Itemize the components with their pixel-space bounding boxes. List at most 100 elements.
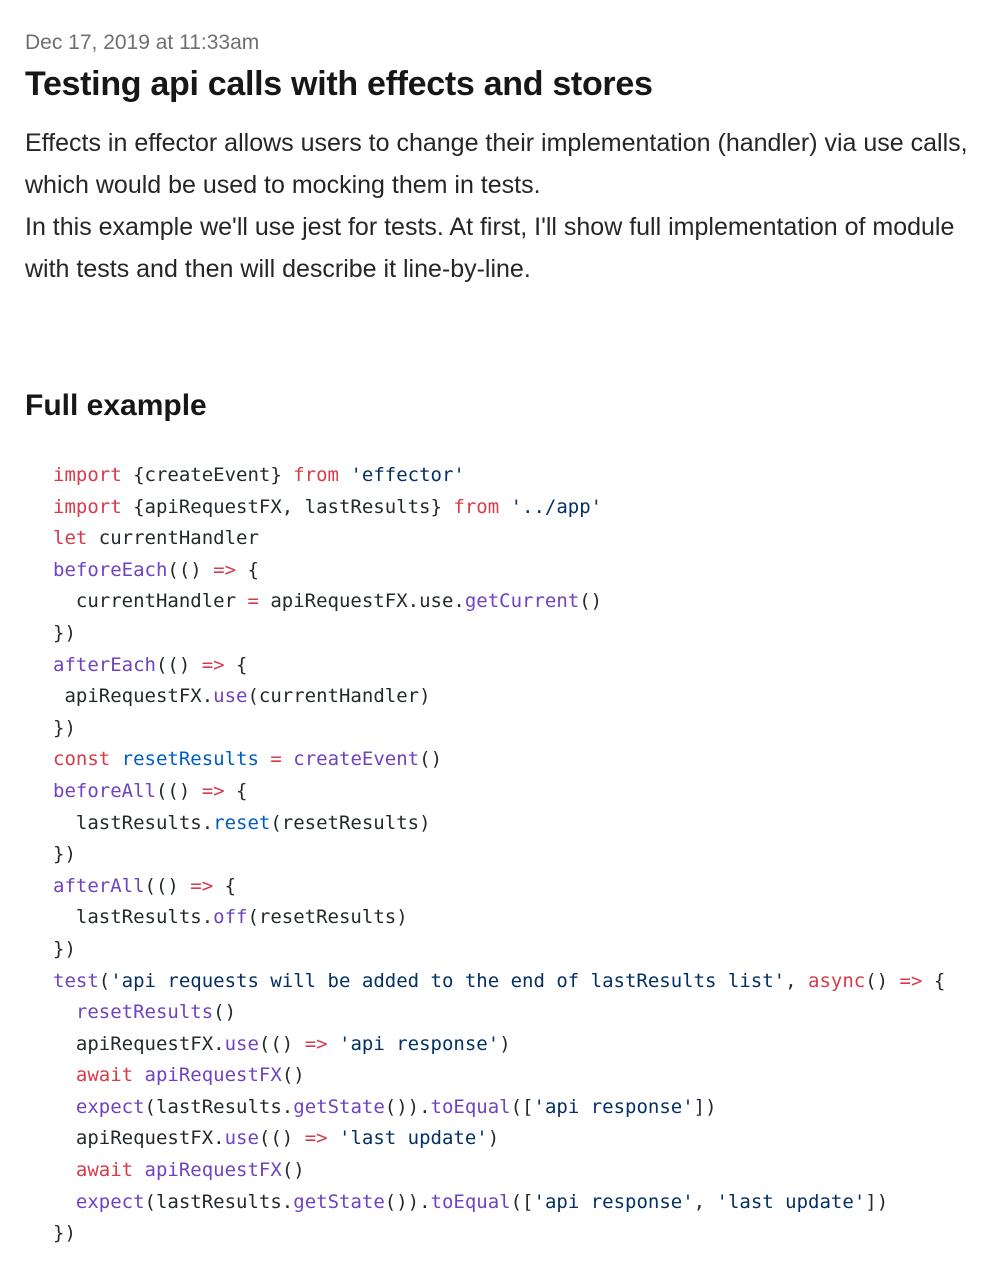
code-line: apiRequestFX.use(() => 'last update') <box>53 1123 975 1155</box>
code-token: () <box>281 1064 305 1087</box>
code-token: toEqual <box>430 1095 511 1118</box>
code-token: => <box>304 1127 328 1150</box>
code-token <box>53 1096 76 1118</box>
code-line: beforeAll(() => { <box>53 776 975 808</box>
code-token: beforeEach <box>53 558 168 581</box>
code-line: import {createEvent} from 'effector' <box>53 460 975 492</box>
code-token: apiRequestFX.use. <box>258 590 465 613</box>
code-token: { <box>224 779 248 802</box>
code-line: await apiRequestFX() <box>53 1060 975 1092</box>
code-token: apiRequestFX <box>144 1159 282 1182</box>
code-token: { <box>236 558 259 581</box>
code-token: (resetResults) <box>247 906 408 929</box>
code-token: off <box>213 906 248 929</box>
code-token <box>328 1033 339 1055</box>
code-line: }) <box>53 839 975 871</box>
code-token: getState <box>293 1095 385 1118</box>
code-token: 'api response' <box>533 1095 694 1118</box>
code-token: => <box>201 653 225 676</box>
section-heading-full-example: Full example <box>25 389 207 422</box>
code-token: }) <box>53 621 76 644</box>
code-token <box>339 464 350 486</box>
code-token: getState <box>293 1190 385 1213</box>
code-token: => <box>213 558 237 581</box>
code-token: => <box>190 874 214 897</box>
code-token: '../app' <box>510 495 603 518</box>
code-token: (() <box>167 558 214 581</box>
code-line: }) <box>53 1218 975 1250</box>
code-token: 'last update' <box>716 1190 866 1213</box>
code-token: let <box>53 527 88 550</box>
code-token <box>53 1191 76 1213</box>
code-token: = <box>247 590 259 613</box>
code-line: import {apiRequestFX, lastResults} from … <box>53 492 975 524</box>
code-token: { <box>213 874 237 897</box>
code-line: beforeEach(() => { <box>53 555 975 587</box>
code-token: ]) <box>865 1190 889 1213</box>
code-line: afterAll(() => { <box>53 871 975 903</box>
code-line: lastResults.reset(resetResults) <box>53 808 975 840</box>
code-line: }) <box>53 713 975 745</box>
code-line: let currentHandler <box>53 523 975 555</box>
code-token: () <box>579 590 603 613</box>
code-token: lastResults. <box>53 811 214 834</box>
code-line: apiRequestFX.use(() => 'api response') <box>53 1029 975 1061</box>
code-token: ( <box>98 969 111 992</box>
code-token: ()). <box>384 1190 431 1213</box>
code-token: apiRequestFX. <box>53 1127 225 1150</box>
code-token: await <box>75 1064 134 1087</box>
code-token <box>133 1159 144 1181</box>
code-line: await apiRequestFX() <box>53 1155 975 1187</box>
code-line: }) <box>53 618 975 650</box>
post-paragraph: Effects in effector allows users to chan… <box>25 129 968 199</box>
code-token: () <box>865 969 900 992</box>
post-paragraph: In this example we'll use jest for tests… <box>25 213 955 283</box>
code-token <box>259 748 270 770</box>
code-token: (currentHandler) <box>247 685 431 708</box>
code-token: {apiRequestFX, lastResults} <box>121 495 454 518</box>
code-token: test <box>53 969 99 992</box>
code-line: afterEach(() => { <box>53 650 975 682</box>
code-token <box>133 1064 144 1086</box>
code-token: resetResults <box>75 1001 214 1024</box>
code-token: (() <box>155 653 202 676</box>
code-token: toEqual <box>430 1190 511 1213</box>
code-token: from <box>293 464 339 486</box>
code-line: lastResults.off(resetResults) <box>53 902 975 934</box>
code-token: getCurrent <box>464 590 580 613</box>
code-token: ) <box>487 1127 500 1150</box>
code-line: const resetResults = createEvent() <box>53 744 975 776</box>
code-token <box>53 1064 76 1086</box>
code-token: ()). <box>384 1095 431 1118</box>
code-token: afterEach <box>53 653 156 676</box>
code-token: => <box>201 779 225 802</box>
code-token: (() <box>155 779 202 802</box>
code-token: , <box>693 1190 717 1213</box>
code-line: currentHandler = apiRequestFX.use.getCur… <box>53 586 975 618</box>
code-line: }) <box>53 934 975 966</box>
code-token: ]) <box>693 1095 717 1118</box>
code-token: currentHandler <box>87 527 259 550</box>
code-token: (lastResults. <box>144 1190 294 1213</box>
code-token: (() <box>144 874 191 897</box>
code-token <box>328 1127 339 1149</box>
post-body: Effects in effector allows users to chan… <box>25 122 975 290</box>
code-token: currentHandler <box>53 590 248 613</box>
code-token: afterAll <box>53 874 145 897</box>
code-token: {createEvent} <box>121 464 294 486</box>
code-token: createEvent <box>293 748 420 771</box>
code-token: }) <box>53 1222 76 1245</box>
code-token <box>53 1001 76 1023</box>
code-token: (() <box>258 1127 305 1150</box>
code-block: import {createEvent} from 'effector'impo… <box>53 460 975 1250</box>
code-token: import <box>53 464 122 486</box>
code-token: apiRequestFX <box>144 1064 282 1087</box>
code-token: expect <box>75 1095 145 1118</box>
code-token: => <box>304 1032 328 1055</box>
code-token: lastResults. <box>53 906 214 929</box>
code-line: test('api requests will be added to the … <box>53 966 975 998</box>
code-token: beforeAll <box>53 779 156 802</box>
code-token: 'effector' <box>350 464 465 486</box>
code-token: { <box>922 969 946 992</box>
code-token: from <box>453 495 500 518</box>
